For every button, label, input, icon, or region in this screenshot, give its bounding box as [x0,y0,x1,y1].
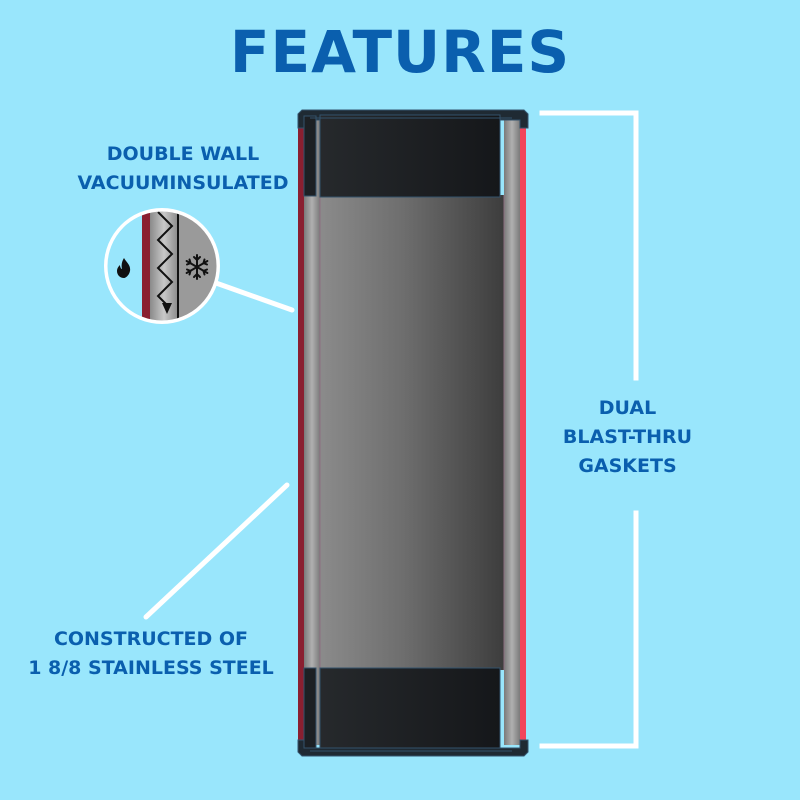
feature-label-line: BLAST-THRU [562,426,693,448]
snowflake-icon [183,253,211,281]
feature-label-line: 1 8/8 STAINLESS STEEL [28,657,274,679]
gaskets-bracket [539,110,639,749]
feature-label-double-wall: DOUBLE WALL VACUUMINSULATED [58,140,308,198]
feature-label-line: VACUUMINSULATED [77,172,289,194]
feature-label-gaskets: DUAL BLAST-THRU GASKETS [555,394,700,481]
zigzag-arrow-icon [156,211,174,314]
flame-icon [114,257,134,279]
feature-label-line: CONSTRUCTED OF [53,628,249,650]
bottle [297,109,529,757]
feature-label-line: DUAL [598,397,657,419]
feature-label-line: GASKETS [578,455,677,477]
top-gasket-cap [297,109,529,198]
feature-label-line: DOUBLE WALL [106,143,260,165]
feature-label-stainless-steel: CONSTRUCTED OF 1 8/8 STAINLESS STEEL [18,625,284,683]
bottom-gasket-cap [297,667,529,757]
page-title: FEATURES [229,18,571,86]
double-wall-callout-line [213,280,295,313]
constructed-callout-line [143,482,290,620]
